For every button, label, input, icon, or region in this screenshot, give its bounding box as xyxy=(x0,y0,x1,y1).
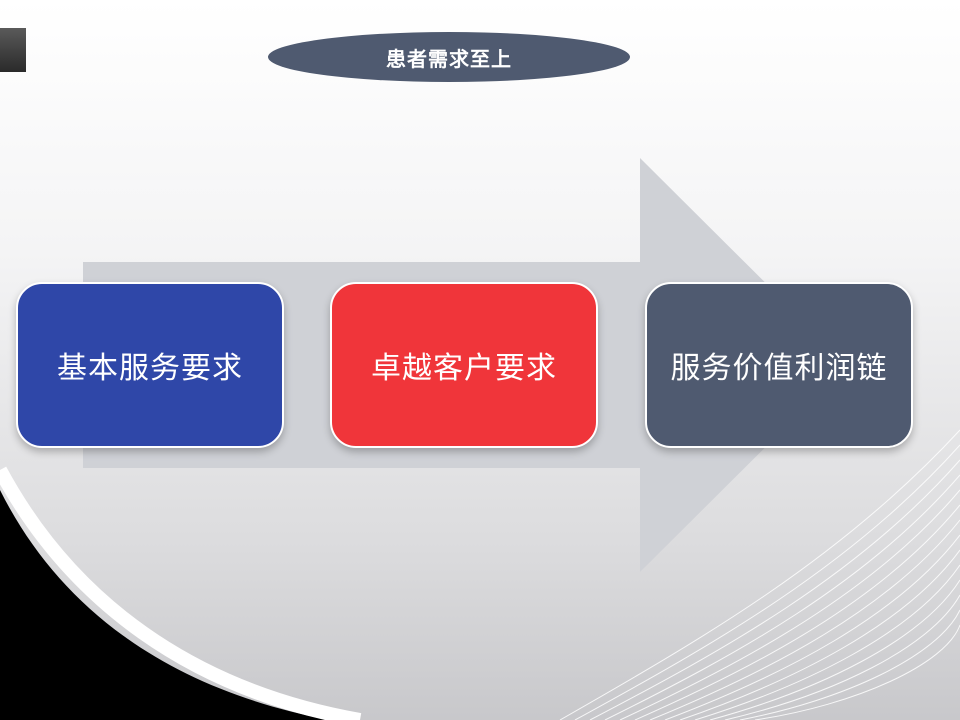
title-pill: 患者需求至上 xyxy=(268,32,630,82)
step-label: 卓越客户要求 xyxy=(371,351,557,386)
step-box-excellent-customer: 卓越客户要求 xyxy=(330,282,598,448)
step-label: 基本服务要求 xyxy=(57,351,243,386)
step-label: 服务价值利润链 xyxy=(670,351,888,386)
corner-swoosh xyxy=(0,490,330,720)
page-title: 患者需求至上 xyxy=(386,46,512,71)
corner-square xyxy=(0,28,26,72)
swoosh-lines xyxy=(559,429,960,720)
step-box-service-profit-chain: 服务价值利润链 xyxy=(645,282,913,448)
step-box-basic-service: 基本服务要求 xyxy=(16,282,284,448)
